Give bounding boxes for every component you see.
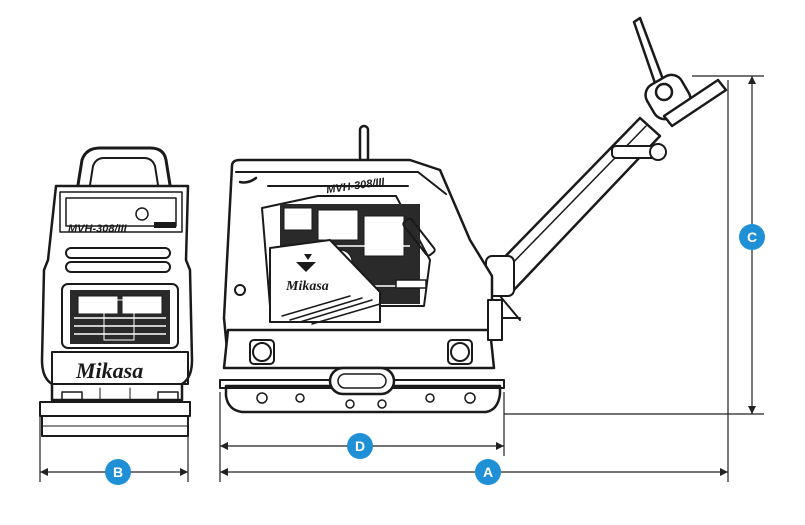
- front-view: MVH-308/III Mikasa: [39, 146, 194, 437]
- badge-b-label: B: [113, 464, 123, 480]
- front-engine-detail: [70, 290, 170, 344]
- badge-c: C: [739, 224, 765, 250]
- front-model-label: MVH-308/III: [68, 223, 128, 235]
- badge-a-label: A: [483, 464, 493, 480]
- badge-a: A: [475, 459, 501, 485]
- front-brand-label: Mikasa: [75, 358, 143, 383]
- badge-c-label: C: [747, 229, 757, 245]
- side-brand-label: Mikasa: [285, 279, 329, 294]
- side-view: MVH-308/III Mikasa: [219, 16, 728, 414]
- badge-d-label: D: [355, 438, 365, 454]
- badge-d: D: [347, 433, 373, 459]
- badge-b: B: [105, 459, 131, 485]
